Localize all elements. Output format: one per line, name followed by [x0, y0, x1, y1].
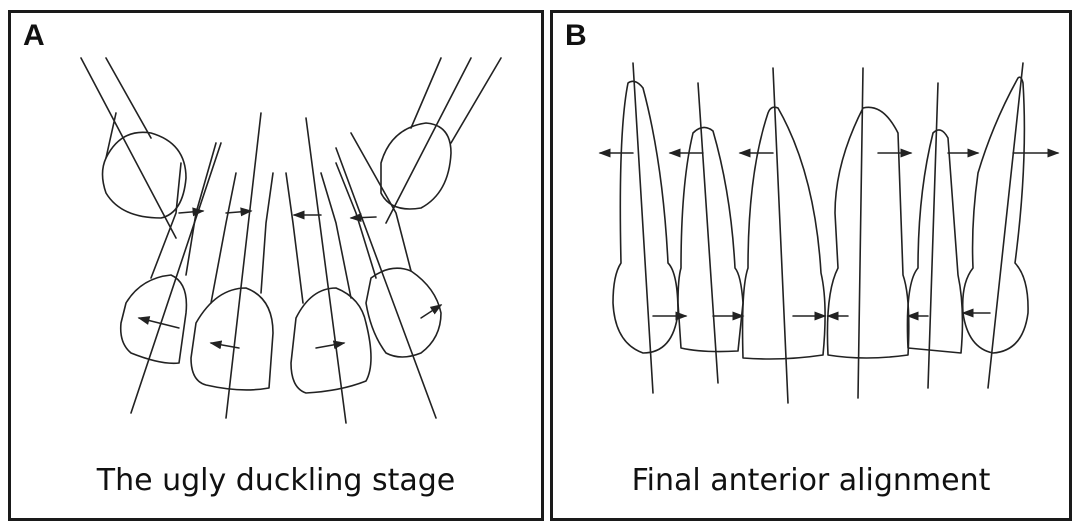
canine-left-axis	[81, 58, 176, 238]
canine-left	[103, 132, 187, 218]
final-alignment-drawing	[553, 13, 1069, 518]
panel-b-caption: Final anterior alignment	[553, 463, 1069, 498]
central-2	[827, 107, 908, 358]
lateral-left-crown	[121, 275, 187, 363]
lateral-1	[678, 127, 743, 351]
canine-1	[613, 81, 678, 353]
panel-b: B Final anterior alignment	[550, 10, 1072, 521]
canine-right-axis	[386, 58, 471, 223]
central-left-crown	[191, 288, 273, 390]
canine-2	[963, 77, 1028, 353]
panel-a: A	[8, 10, 544, 521]
ugly-duckling-drawing	[11, 13, 541, 518]
panel-a-caption: The ugly duckling stage	[11, 463, 541, 498]
